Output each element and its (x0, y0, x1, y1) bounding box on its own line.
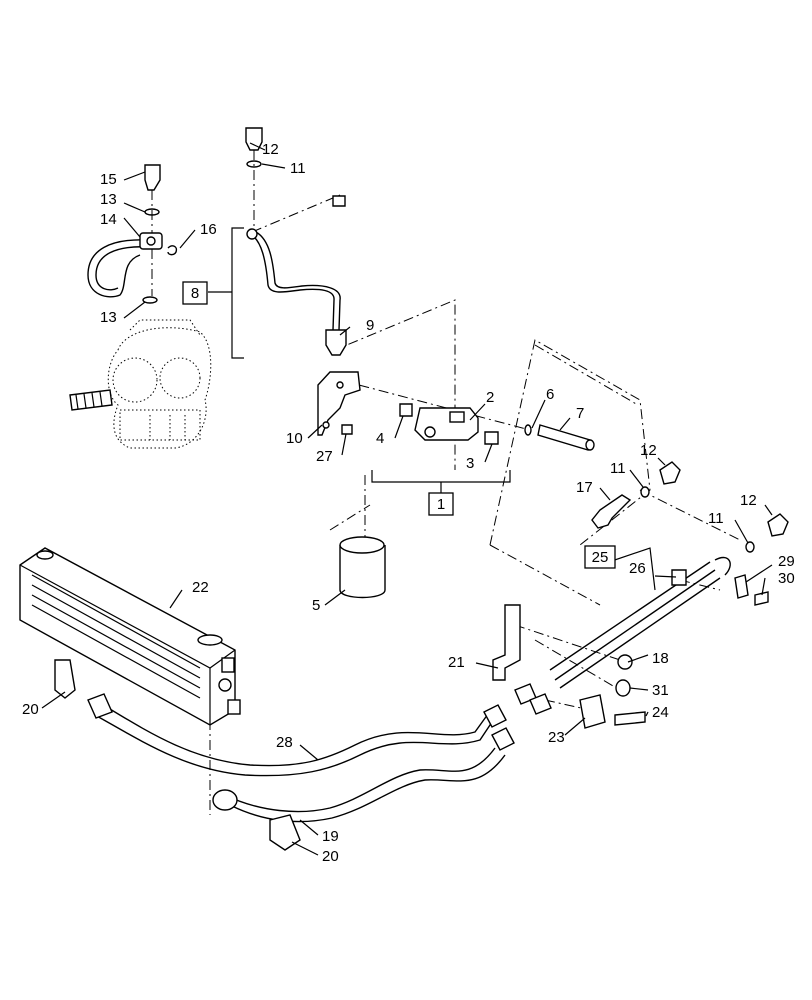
callout-25: 25 (592, 549, 609, 566)
callout-2: 2 (486, 389, 494, 406)
callout-15: 15 (100, 171, 117, 188)
tube-8-assembly (245, 127, 347, 356)
callout-11b: 11 (610, 460, 626, 477)
filter-5 (339, 536, 386, 599)
callout-16: 16 (200, 221, 217, 238)
callout-17: 17 (576, 479, 593, 496)
callout-6: 6 (546, 386, 554, 403)
callout-30: 30 (778, 570, 795, 587)
callout-7: 7 (576, 405, 584, 422)
callouts: 12 11 15 13 14 16 13 9 10 4 2 27 3 6 7 5… (22, 141, 795, 865)
callout-27: 27 (316, 448, 333, 465)
callout-14: 14 (100, 211, 117, 228)
hoses-19-28 (54, 659, 552, 851)
valve-assembly (317, 371, 595, 451)
callout-5: 5 (312, 597, 320, 614)
callout-9: 9 (366, 317, 374, 334)
callout-10: 10 (286, 430, 303, 447)
oil-cooler-22 (19, 547, 241, 726)
callout-20b: 20 (322, 848, 339, 865)
callout-11a: 11 (290, 160, 306, 177)
callout-12a: 12 (262, 141, 279, 158)
hose-14-assembly (87, 164, 178, 304)
brackets-21-23 (492, 604, 646, 729)
callout-11c: 11 (708, 510, 724, 527)
callout-28: 28 (276, 734, 293, 751)
callout-3: 3 (466, 455, 474, 472)
callout-18: 18 (652, 650, 669, 667)
right-fittings (591, 461, 789, 606)
callout-13b: 13 (100, 309, 117, 326)
callout-13a: 13 (100, 191, 117, 208)
callout-31: 31 (652, 682, 669, 699)
group-box-25: 25 (584, 545, 616, 569)
callout-4: 4 (376, 430, 384, 447)
engine-outline (69, 319, 212, 449)
callout-23: 23 (548, 729, 565, 746)
callout-8: 8 (191, 285, 199, 302)
callout-22: 22 (192, 579, 209, 596)
callout-20a: 20 (22, 701, 39, 718)
leader-lines (41, 142, 773, 856)
callout-12b: 12 (640, 442, 657, 459)
callout-24: 24 (652, 704, 669, 721)
callout-12c: 12 (740, 492, 757, 509)
group-box-8: 8 (182, 281, 208, 305)
callout-26: 26 (629, 560, 646, 577)
callout-21: 21 (448, 654, 465, 671)
callout-29: 29 (778, 553, 795, 570)
callout-1: 1 (437, 496, 445, 513)
callout-19: 19 (322, 828, 339, 845)
group-box-1: 1 (428, 492, 454, 516)
group-brackets (208, 227, 656, 591)
tubes-18-26 (549, 556, 731, 689)
